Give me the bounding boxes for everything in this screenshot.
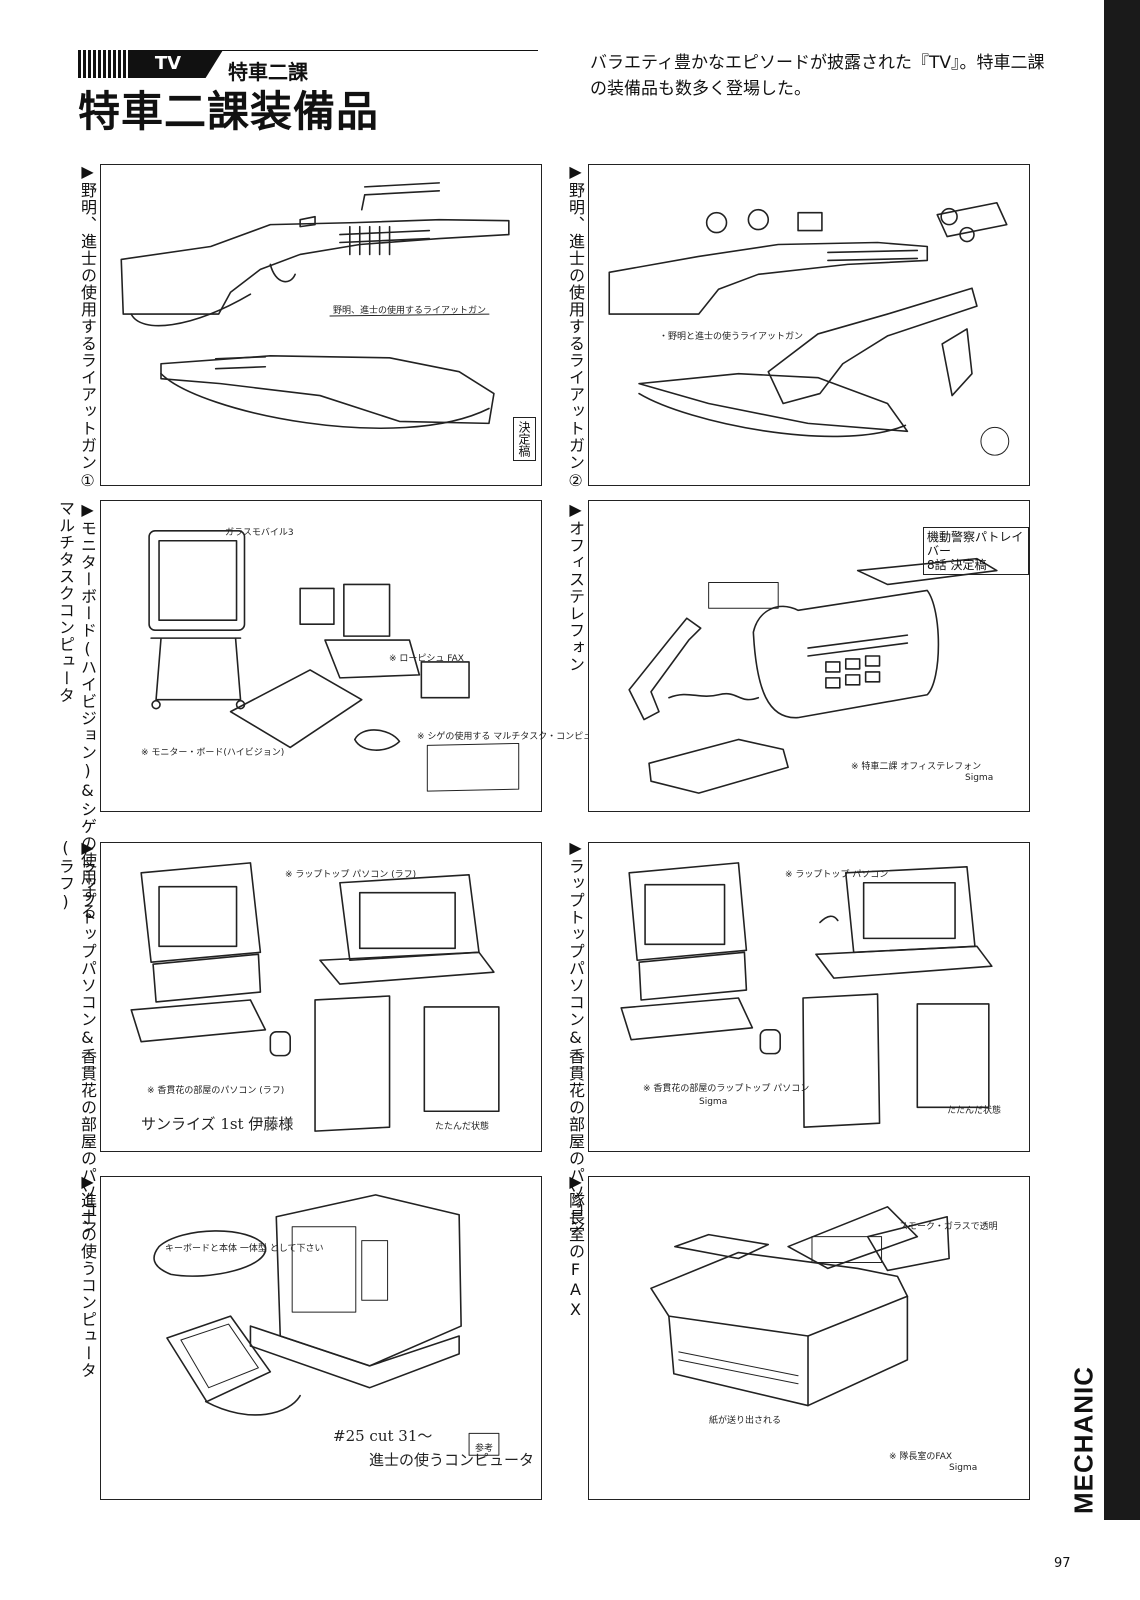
caption-monitor-board-line2: マルチタスクコンピュータ — [56, 500, 75, 704]
panel-captain-fax: スモーク・ガラスで透明 紙が送り出される ※ 隊長室のFAX Sigma — [588, 1176, 1030, 1500]
caption-riot-gun-2: ▶野明、進士の使用するライアットガン② — [566, 162, 585, 491]
fax-paper-note: スモーク・ガラスで透明 — [899, 1222, 998, 1232]
caption-shinshi-computer: ▶進士の使うコンピュータ — [78, 1172, 97, 1379]
fax-note: ※ ローピシュ FAX — [389, 654, 464, 664]
page-number: 97 — [1054, 1556, 1071, 1571]
shinshi-computer-drawing — [153, 1194, 500, 1456]
monitor-board-caption-note: ※ モニター・ボード(ハイビジョン) — [141, 748, 285, 758]
office-telephone-note: ※ 特車二課 オフィステレフォン — [851, 762, 982, 772]
stamp-line-1: 機動警察パトレイバー — [927, 530, 1024, 558]
multitask-computer-note: ※ シゲの使用する マルチタスク・コンピューター — [417, 732, 620, 742]
laptop-rough-sign: サンライズ 1st 伊藤様 — [141, 1115, 294, 1133]
monitor-board-drawing — [148, 530, 520, 792]
stamp-line-2: 8話 決定稿 — [927, 558, 987, 572]
office-telephone-stamp: 機動警察パトレイバー 8話 決定稿 — [923, 527, 1029, 575]
fax-exit-note: 紙が送り出される — [709, 1416, 782, 1426]
laptop-rough-note: ※ ラップトップ パソコン (ラフ) — [285, 870, 417, 880]
rail-label: MECHANIC — [1068, 1365, 1099, 1515]
panel-riot-gun-2: ・野明と進士の使うライアットガン — [588, 164, 1030, 486]
panel-office-telephone: 機動警察パトレイバー 8話 決定稿 ※ 特車二課 オフィステレフォン Sigma — [588, 500, 1030, 812]
fax-main-note: ※ 隊長室のFAX — [889, 1452, 953, 1462]
laptop-rough-drawing — [130, 862, 500, 1132]
riot-gun-1-drawing — [120, 182, 510, 430]
panel-riot-gun-1: 野明、進士の使用するライアットガン 決定稿 — [100, 164, 542, 486]
riot-gun-2-drawing — [608, 201, 1010, 456]
caption-office-telephone: ▶オフィステレフォン — [566, 500, 585, 673]
monitor-board-note: ガラスモバイル3 — [225, 528, 294, 538]
intro-text: バラエティ豊かなエピソードが披露された『TV』。特車二課の装備品も数多く登場した… — [590, 53, 1045, 99]
shinshi-stamp: 参考 — [475, 1444, 494, 1454]
panel-monitor-board: ガラスモバイル3 ※ モニター・ボード(ハイビジョン) ※ シゲの使用する マル… — [100, 500, 619, 812]
laptop-note: ※ ラップトップ パソコン — [785, 870, 889, 880]
riot-gun-1-note: 野明、進士の使用するライアットガン — [333, 306, 487, 316]
shinshi-cut-note: #25 cut 31〜 — [333, 1427, 433, 1445]
section-label: 特車二課 — [228, 60, 308, 84]
series-tag-stripes — [78, 50, 130, 78]
panel-laptop: ※ ラップトップ パソコン ※ 香貫花の部屋のラップトップ パソコン Sigma… — [588, 842, 1030, 1152]
room-pc-note: ※ 香貫花の部屋のラップトップ パソコン — [643, 1084, 810, 1094]
caption-laptop-rough-line2: (ラフ) — [56, 838, 75, 912]
shinshi-main-note: 進士の使うコンピュータ — [369, 1451, 535, 1469]
laptop-drawing — [620, 862, 993, 1128]
office-telephone-sign: Sigma — [965, 773, 994, 783]
panel-shinshi-computer: キーボードと本体 一体型 として下さい #25 cut 31〜 進士の使うコンピ… — [100, 1176, 542, 1500]
series-tag-band: TV — [78, 50, 538, 78]
panel-laptop-rough: ※ ラップトップ パソコン (ラフ) ※ 香貫花の部屋のパソコン (ラフ) サン… — [100, 842, 542, 1152]
page-title: 特車二課装備品 — [78, 87, 380, 136]
header-rule — [218, 50, 538, 51]
caption-riot-gun-1: ▶野明、進士の使用するライアットガン① — [78, 162, 97, 491]
captain-fax-drawing — [650, 1206, 950, 1407]
riot-gun-1-stamp: 決定稿 — [513, 417, 536, 461]
room-pc-rough-note: ※ 香貫花の部屋のパソコン (ラフ) — [147, 1086, 285, 1096]
series-tag: TV — [154, 53, 182, 74]
caption-laptop: ▶ラップトップパソコン&香貫花の部屋のパソコン — [566, 838, 585, 1235]
laptop-rough-side-note: たたんだ状態 — [435, 1122, 490, 1132]
riot-gun-2-note: ・野明と進士の使うライアットガン — [659, 332, 804, 342]
office-telephone-drawing — [628, 557, 998, 794]
shinshi-bubble-note: キーボードと本体 一体型 として下さい — [165, 1244, 324, 1254]
side-rail — [1104, 0, 1140, 1520]
laptop-sign: Sigma — [699, 1097, 728, 1107]
caption-laptop-rough: ▶ラップトップパソコン&香貫花の部屋のパソコン — [78, 838, 97, 1235]
caption-captain-fax: ▶隊長室のFAX — [566, 1172, 585, 1320]
laptop-side-note: たたんだ状態 — [947, 1106, 1002, 1116]
fax-sign: Sigma — [949, 1463, 978, 1473]
caption-monitor-board: ▶モニターボード(ハイビジョン)&シゲの使用する — [78, 500, 97, 920]
